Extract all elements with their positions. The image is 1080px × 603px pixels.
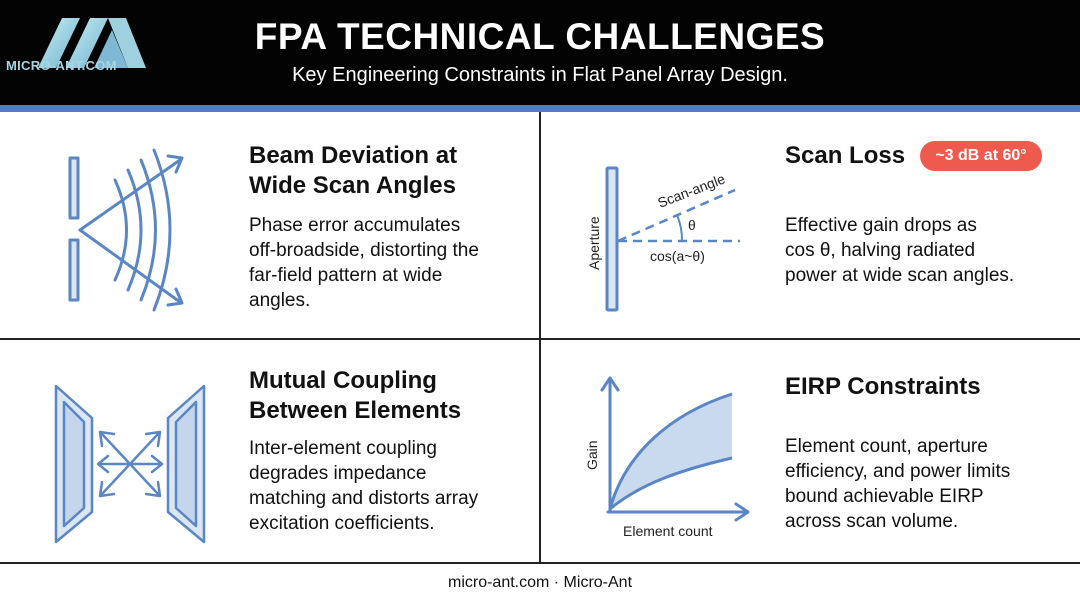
beam-deviation-body: Phase error accumulates off-broadside, d… bbox=[249, 215, 479, 311]
scan-loss-diagram: Aperture Scan-angle θ cos(a~θ) bbox=[586, 166, 740, 312]
mutual-coupling-icon bbox=[54, 384, 206, 544]
scan-loss-badge: ~3 dB at 60° bbox=[920, 141, 1042, 171]
eirp-xlabel: Element count bbox=[623, 523, 713, 539]
mutual-coupling-body: Inter-element coupling degrades impedanc… bbox=[249, 438, 479, 534]
theta-arc bbox=[676, 214, 684, 242]
mutual-coupling-title: Mutual Coupling Between Elements bbox=[249, 367, 462, 424]
eirp-body: Element count, aperture efficiency, and … bbox=[785, 436, 1011, 532]
eirp-ylabel: Gain bbox=[584, 440, 600, 470]
eirp-upper-curve bbox=[608, 392, 733, 510]
beam-deviation-icon bbox=[68, 148, 184, 312]
micro-ant-logo-icon bbox=[38, 18, 146, 68]
eirp-title: EIRP Constraints bbox=[785, 373, 981, 400]
horizontal-divider bbox=[0, 338, 1080, 340]
vertical-divider bbox=[539, 112, 541, 562]
eirp-diagram: Gain Element count bbox=[584, 376, 750, 539]
page-subtitle: Key Engineering Constraints in Flat Pane… bbox=[292, 64, 788, 86]
footer-divider bbox=[0, 562, 1080, 564]
aperture-plate bbox=[605, 166, 619, 312]
cos-label: cos(a~θ) bbox=[650, 248, 705, 264]
footer-text[interactable]: micro-ant.com · Micro-Ant bbox=[447, 574, 633, 591]
logo-text: MICRO-ANT.COM bbox=[6, 58, 117, 73]
theta-label: θ bbox=[688, 217, 696, 233]
beam-deviation-title: Beam Deviation at Wide Scan Angles bbox=[249, 142, 458, 199]
header: MICRO-ANT.COM FPA TECHNICAL CHALLENGES K… bbox=[0, 0, 1080, 105]
scan-loss-body: Effective gain drops as cos θ, halving r… bbox=[785, 215, 1015, 286]
page-title: FPA TECHNICAL CHALLENGES bbox=[254, 16, 826, 57]
scan-loss-title: Scan Loss bbox=[785, 142, 906, 169]
aperture-label: Aperture bbox=[586, 216, 602, 270]
eirp-lower-curve bbox=[609, 456, 733, 511]
header-accent-bar bbox=[0, 105, 1080, 112]
eirp-shaded-band bbox=[610, 394, 732, 509]
scan-angle-label: Scan-angle bbox=[655, 170, 727, 210]
